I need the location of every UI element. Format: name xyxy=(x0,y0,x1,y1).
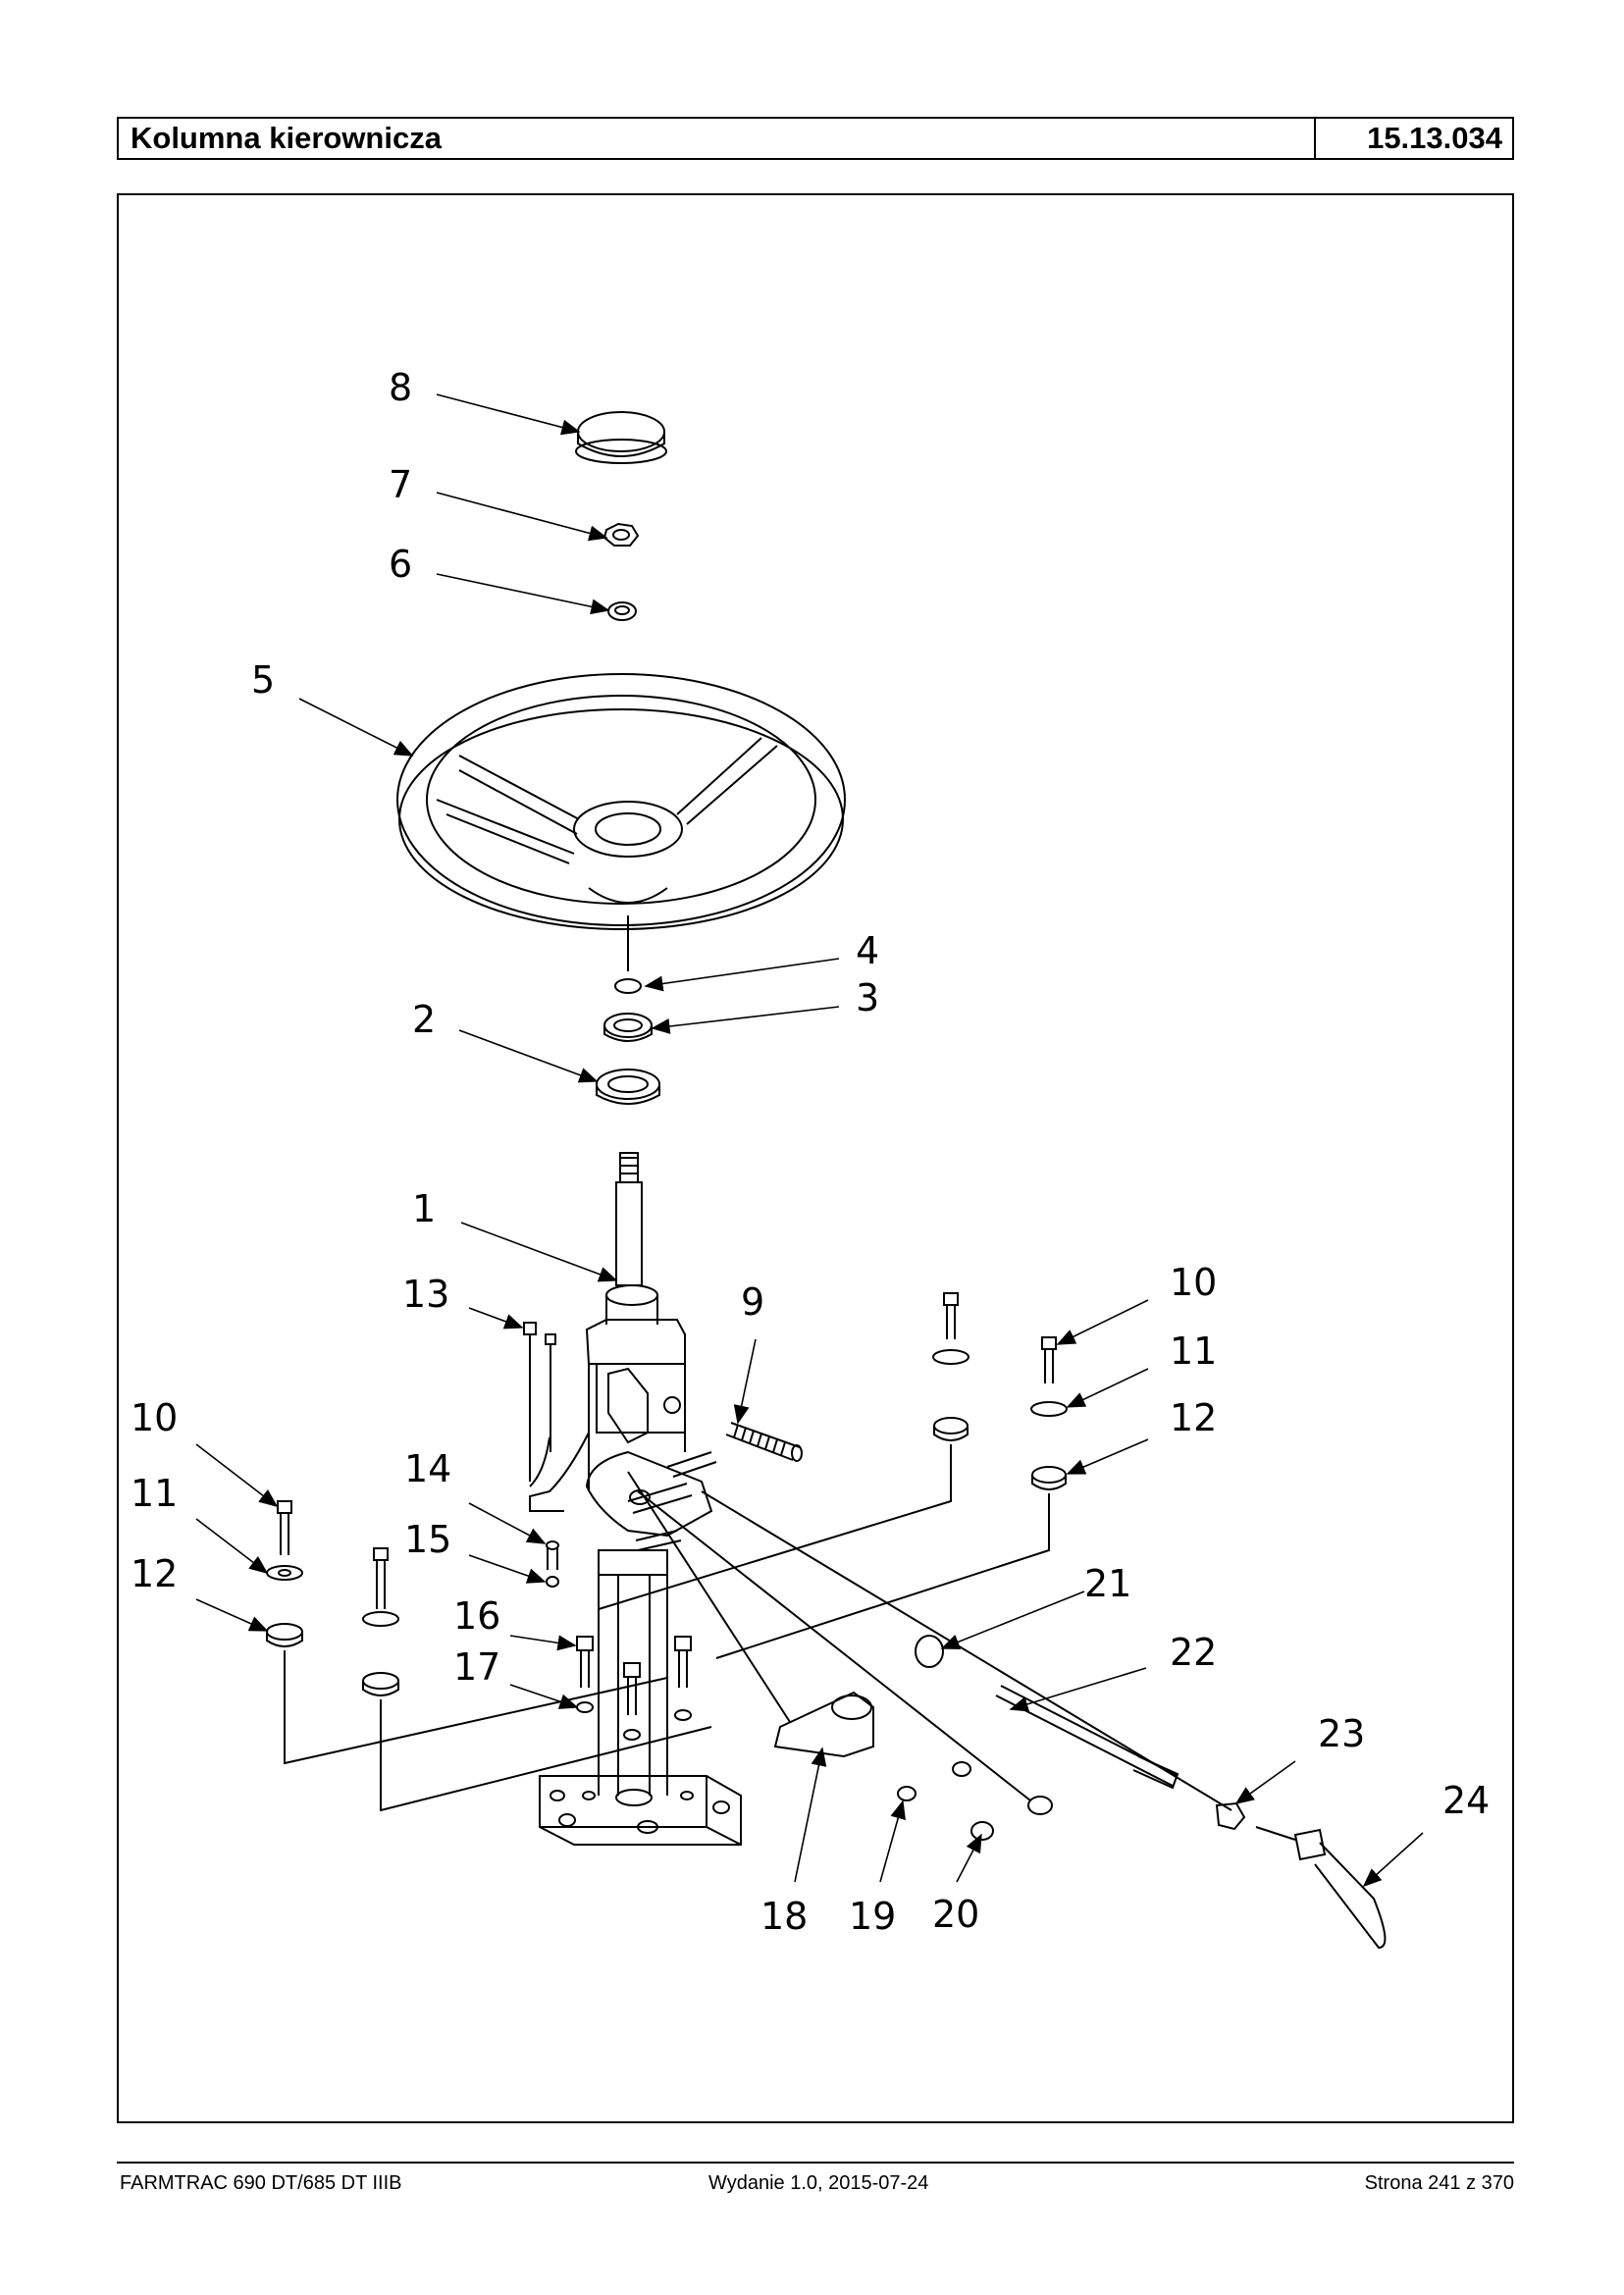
callout-3: 3 xyxy=(856,976,879,1019)
callout-9: 9 xyxy=(741,1280,764,1324)
section-code: 15.13.034 xyxy=(1367,121,1502,155)
steering-wheel-part xyxy=(396,673,846,971)
callout-13: 13 xyxy=(402,1273,449,1316)
lever-assembly-21-24 xyxy=(701,1490,1387,1950)
column-bolts-16-17 xyxy=(576,1636,692,1741)
horn-cap-part xyxy=(575,411,667,464)
callout-11-right: 11 xyxy=(1170,1330,1217,1373)
right-mount-stack xyxy=(598,1292,1068,1659)
callout-15: 15 xyxy=(404,1518,451,1561)
callout-19: 19 xyxy=(849,1895,896,1938)
diagram-frame xyxy=(117,193,1514,2123)
footer-edition: Wydanie 1.0, 2015-07-24 xyxy=(708,2172,929,2194)
callout-5: 5 xyxy=(251,658,275,702)
bearing-part-2 xyxy=(596,1069,660,1105)
callout-17: 17 xyxy=(453,1645,500,1689)
callout-6: 6 xyxy=(389,543,412,586)
callout-4: 4 xyxy=(856,929,879,972)
page-header: Kolumna kierownicza 15.13.034 xyxy=(117,117,1514,160)
callout-labels: 8 7 6 5 4 3 2 1 9 13 14 15 16 17 10 11 1… xyxy=(131,366,1490,1938)
bearing-part-3 xyxy=(603,1013,653,1042)
circlip-part-4 xyxy=(614,978,642,994)
callout-18: 18 xyxy=(760,1895,808,1938)
footer-divider xyxy=(117,2162,1514,2164)
callout-20: 20 xyxy=(932,1893,979,1936)
callout-16: 16 xyxy=(453,1594,500,1638)
callout-21: 21 xyxy=(1084,1562,1131,1605)
callout-12-right: 12 xyxy=(1170,1396,1217,1439)
steering-shaft-part xyxy=(615,1152,643,1286)
callout-11-left: 11 xyxy=(131,1472,178,1515)
callout-22: 22 xyxy=(1170,1631,1217,1674)
callout-23: 23 xyxy=(1318,1712,1365,1755)
steering-column-housing xyxy=(529,1284,742,1846)
washer-part-6 xyxy=(607,601,637,621)
callout-7: 7 xyxy=(389,463,412,506)
nut-washer-14-15 xyxy=(546,1540,559,1588)
page-title: Kolumna kierownicza xyxy=(119,119,1316,158)
nut-part-7 xyxy=(602,522,640,547)
callout-12-left: 12 xyxy=(131,1552,178,1595)
footer-page-number: Strona 241 z 370 xyxy=(1364,2172,1514,2194)
callout-14: 14 xyxy=(404,1447,451,1490)
left-mount-stack xyxy=(266,1500,712,1812)
callout-leaders xyxy=(195,393,1424,1888)
callout-24: 24 xyxy=(1442,1779,1490,1822)
footer-model: FARMTRAC 690 DT/685 DT IIIB xyxy=(120,2172,402,2194)
bracket-nuts-18-20 xyxy=(627,1471,1053,1841)
callout-8: 8 xyxy=(389,366,412,409)
callout-1: 1 xyxy=(412,1187,436,1230)
spring-part-9 xyxy=(627,1422,803,1551)
callout-10-left: 10 xyxy=(131,1396,178,1439)
bolt-pair-13 xyxy=(523,1322,556,1482)
callout-2: 2 xyxy=(412,998,436,1041)
callout-10-right: 10 xyxy=(1170,1261,1217,1304)
